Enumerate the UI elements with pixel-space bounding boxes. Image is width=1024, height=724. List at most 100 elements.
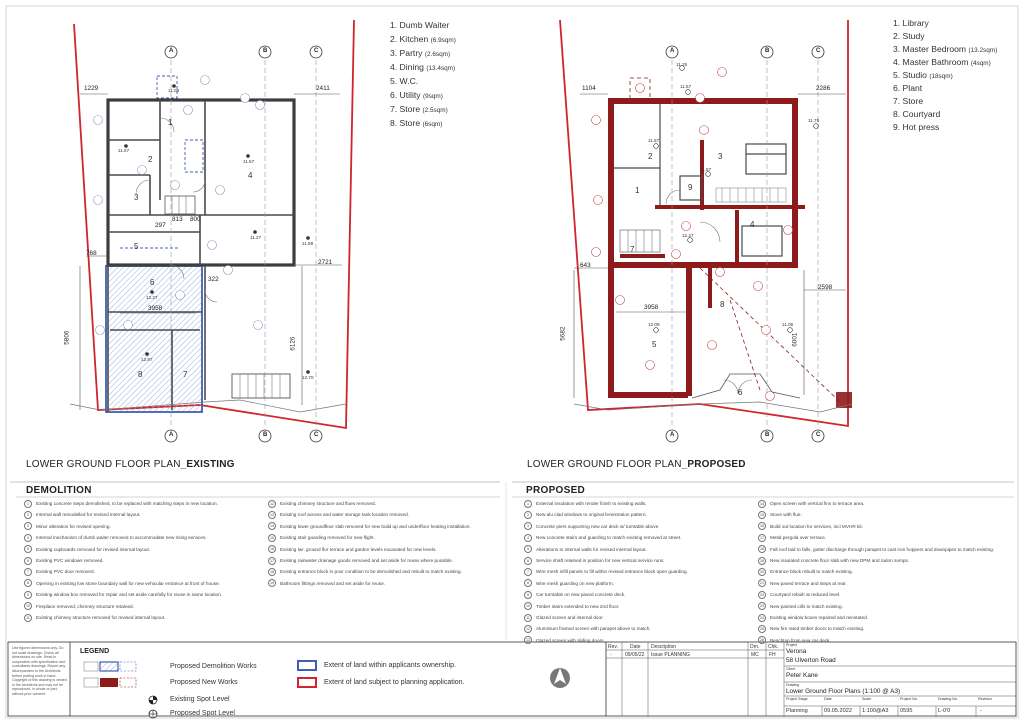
grid-marker-c-existing-top [309,45,323,59]
ownership-boundary-existing [105,265,203,413]
ownership-swatch [297,660,317,671]
project-stage: Planning [786,708,808,714]
revision: - [980,708,982,714]
proposed-heading: PROPOSED [526,485,586,496]
room-item: 1. Dumb Waiter [390,20,450,30]
drawing-title: Lower Ground Floor Plans (1:100 @ A3) [786,688,901,695]
existing-plan-title: LOWER GROUND FLOOR PLAN_EXISTING [26,459,235,470]
room-item: 8. Courtyard [893,109,941,119]
grid-marker-b-proposed-top [760,45,774,59]
house-walls-existing [106,98,296,267]
proposed-plan-title: LOWER GROUND FLOOR PLAN_PROPOSED [527,459,746,470]
existing-spot-level-icon [148,695,158,705]
drawing-number: L-0'0 [938,708,951,714]
client-name: Peter Kane [786,672,818,679]
proposed-plan [559,19,853,443]
legend-planning: Extent of land subject to planning appli… [324,679,465,686]
north-arrow-icon [550,668,570,688]
room-item: 4. Master Bathroom [893,57,969,67]
room-item: 3. Partry [390,48,423,58]
drawing-date: 09.05.2022 [824,708,852,714]
room-item: 9. Hot press [893,122,940,132]
planning-swatch [297,677,317,688]
room-item: 2. Kitchen [390,34,429,44]
room-item: 1. Library [893,18,929,28]
room-item: 5. W.C. [390,76,419,86]
disclaimer-text: Use figured dimensions only. Do not scal… [12,646,67,696]
drawing-scale: 1:100@A3 [862,708,889,714]
legend-demolition: Proposed Demolition Works [170,663,257,670]
legend-ownership: Extent of land within applicants ownersh… [324,662,456,669]
grid-marker-a-existing-bottom [164,429,178,443]
room-item: 3. Master Bedroom [893,44,967,54]
room-item: 8. Store [390,118,421,128]
room-item: 6. Utility [390,90,421,100]
legend-title: LEGEND [80,648,110,655]
grid-marker-a-existing-top [164,45,178,59]
legend-existing-spot: Existing Spot Level [170,696,230,703]
room-item: 4. Dining [390,62,424,72]
room-item: 7. Store [893,96,924,106]
grid-marker-a-proposed-bottom [665,429,679,443]
project-address: 58 Ulverton Road [786,657,836,664]
room-item: 7. Store [390,104,421,114]
grid-marker-c-proposed-top [811,45,825,59]
project-number: 0595 [900,708,913,714]
grid-marker-b-proposed-bottom [760,429,774,443]
proposed-spot-level-icon [148,709,158,719]
room-item: 6. Plant [893,83,923,93]
grid-marker-b-existing-bottom [258,429,272,443]
legend-new-works: Proposed New Works [170,679,238,686]
existing-plan [69,19,355,443]
grid-marker-b-existing-top [258,45,272,59]
room-item: 2. Study [893,31,925,41]
